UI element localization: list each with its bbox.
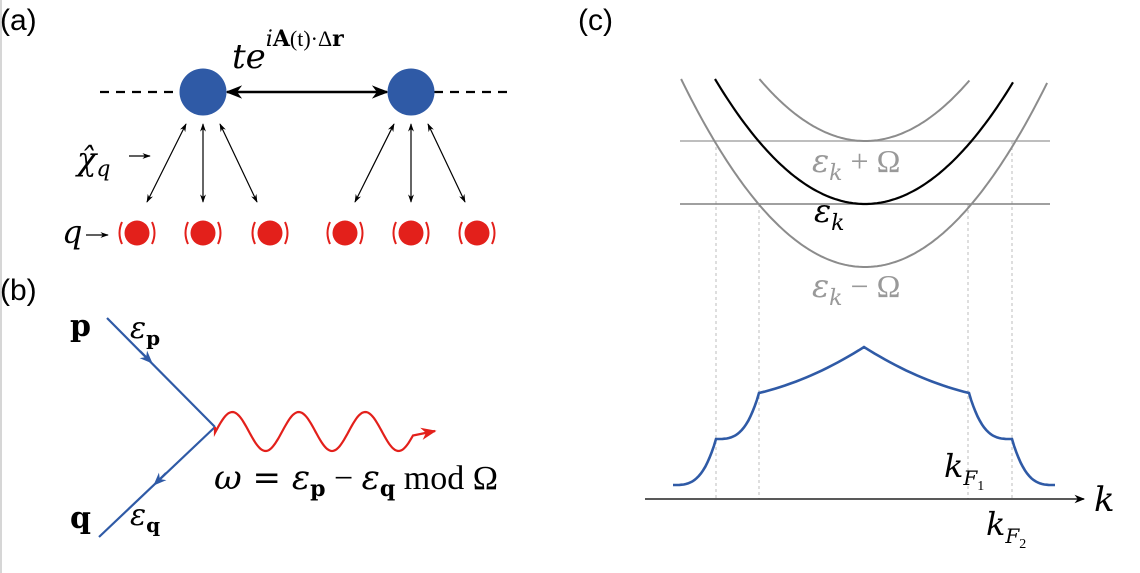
coupling-arrow <box>219 123 258 203</box>
phonon-mode <box>392 220 430 246</box>
vibration-mark-icon <box>326 221 331 245</box>
k-axis-label: k <box>1094 480 1115 520</box>
coupling-arrows <box>146 123 466 203</box>
energy-p-label: εp <box>130 311 160 350</box>
coupling-arrow <box>354 123 395 203</box>
panel-a: (a) teiA(t)·Δr χ̂q q <box>0 4 512 251</box>
vibration-mark-icon <box>458 221 463 245</box>
electron-site-1 <box>179 68 227 116</box>
phonon-mode <box>326 220 364 246</box>
energy-conservation-equation: ω = εp − εq mod Ω <box>214 458 498 502</box>
vibration-mark-icon <box>251 221 256 245</box>
phonon-mode <box>118 220 156 246</box>
vibration-mark-icon <box>425 221 430 245</box>
left-border <box>0 0 2 573</box>
panel-label-a: (a) <box>0 4 37 37</box>
phonon-mode <box>458 220 496 246</box>
q-label: q <box>62 213 82 251</box>
phonon-mode <box>184 220 222 246</box>
vibration-mark-icon <box>118 221 123 245</box>
kf2-label: kF2 <box>986 505 1026 552</box>
panel-b: (b) p εp q εq ω = εp − εq mod Ω <box>0 274 498 538</box>
band-upper <box>758 78 971 142</box>
vibration-mark-icon <box>284 221 289 245</box>
outgoing-arrow-icon <box>153 472 167 486</box>
kf1-label: kF1 <box>944 447 984 494</box>
boson-wavy-line <box>213 410 437 453</box>
momentum-distribution-curve <box>673 345 1055 487</box>
fermi-guides <box>715 141 1013 499</box>
phonon-dot <box>257 220 283 246</box>
phonon-dot <box>332 220 358 246</box>
band-lower <box>680 78 1048 268</box>
phonon-dot <box>464 220 490 246</box>
panel-c: (c) εk + Ω εk εk − Ω k kF1 kF2 <box>578 4 1115 552</box>
phonon-dot <box>398 220 424 246</box>
coupling-arrow <box>427 123 466 203</box>
incoming-arrow-icon <box>139 350 153 364</box>
band-label-main: εk <box>814 192 845 236</box>
chi-q-label: χ̂q <box>75 140 110 182</box>
phonon-mode <box>251 220 289 246</box>
band-label-upper: εk + Ω <box>812 142 900 186</box>
vibration-mark-icon <box>151 221 156 245</box>
electron-site-2 <box>387 68 435 116</box>
coupling-arrow <box>146 123 187 203</box>
hopping-label: teiA(t)·Δr <box>232 26 344 77</box>
vibration-mark-icon <box>184 221 189 245</box>
vibration-mark-icon <box>491 221 496 245</box>
band-main <box>714 78 1014 206</box>
momentum-q-label: q <box>70 501 91 536</box>
phonon-modes <box>118 220 496 246</box>
phonon-dot <box>190 220 216 246</box>
panel-label-b: (b) <box>0 274 37 307</box>
panel-label-c: (c) <box>578 4 613 37</box>
vibration-mark-icon <box>217 221 222 245</box>
band-label-lower: εk − Ω <box>812 267 900 311</box>
momentum-p-label: p <box>70 309 91 344</box>
incoming-fermion-line <box>106 317 216 428</box>
vibration-mark-icon <box>392 221 397 245</box>
phonon-dot <box>124 220 150 246</box>
energy-q-label: εq <box>130 498 160 537</box>
vibration-mark-icon <box>359 221 364 245</box>
